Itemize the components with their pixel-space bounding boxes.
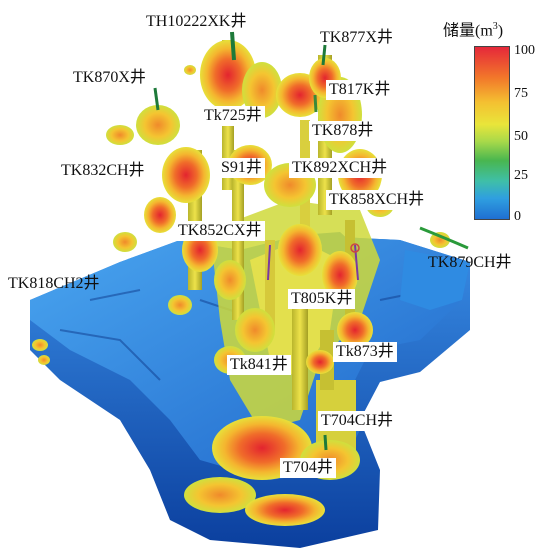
legend-tick-50: 50: [514, 129, 528, 144]
well-label-tk873: Tk873井: [333, 342, 397, 362]
well-label-tk879ch: TK879CH井: [428, 254, 512, 271]
legend-tick-75: 75: [514, 86, 528, 101]
legend-title: 储量(m3): [443, 18, 503, 40]
legend-colorbar: [474, 46, 510, 220]
well-label-tk892xch: TK892XCH井: [289, 158, 391, 178]
legend-tick-0: 0: [514, 209, 521, 224]
well-label-tk878: TK878井: [309, 121, 377, 141]
well-trajectories: [153, 31, 469, 451]
well-label-s91: S91井: [218, 158, 265, 178]
legend-title-sup: 3: [492, 21, 498, 32]
well-label-t704ch: T704CH井: [318, 411, 397, 431]
well-label-tk725: Tk725井: [201, 106, 265, 126]
legend-tick-100: 100: [514, 43, 535, 58]
well-label-tk870x: TK870X井: [73, 69, 146, 86]
legend-title-end: ): [497, 22, 504, 40]
legend-tick-25: 25: [514, 168, 528, 183]
well-label-t805k: T805K井: [288, 289, 356, 309]
well-label-tk832ch: TK832CH井: [61, 162, 145, 179]
well-label-tk858xch: TK858XCH井: [326, 190, 428, 210]
legend-title-main: 储量(m: [443, 22, 493, 40]
well-label-th10222xk: TH10222XK井: [146, 13, 247, 30]
well-label-tk852cx: TK852CX井: [175, 221, 265, 241]
well-label-t817k: T817K井: [326, 80, 394, 100]
well-label-tk877x: TK877X井: [320, 29, 393, 46]
well-label-tk818ch2: TK818CH2井: [8, 275, 100, 292]
well-label-t704: T704井: [280, 458, 336, 478]
well-label-tk841: Tk841井: [227, 355, 291, 375]
